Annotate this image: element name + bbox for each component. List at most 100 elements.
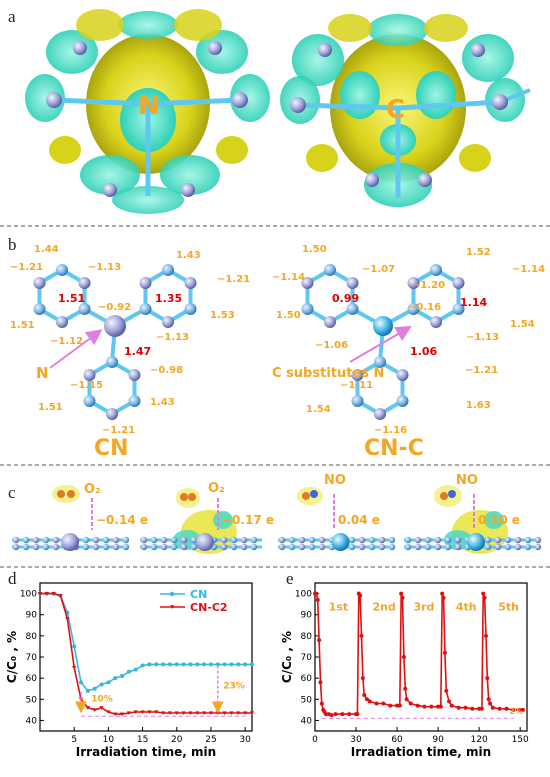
panel-a-label: a [8,7,16,26]
slab-atom [22,536,30,544]
slab-atom [230,543,238,551]
data-point [154,662,159,667]
slab-atom [504,543,512,551]
slab-atom [318,536,326,544]
slab-center-atom [61,533,79,551]
charge-label: 1.52 [466,247,491,258]
data-point [201,711,207,716]
y-tick-label: 50 [301,695,313,705]
data-point [329,713,334,718]
slab-atom [140,536,148,544]
data-point [482,595,487,600]
charge-label: −1.13 [466,332,499,343]
slab-atom [102,543,110,551]
slab-atom [298,536,306,544]
data-point [511,707,516,712]
charge-label: 1.44 [34,244,59,255]
charge-label: 1.43 [176,250,201,261]
data-point [504,706,509,711]
atom [128,395,141,407]
slab-atom [414,543,422,551]
slab-atom [368,543,376,551]
atom [346,277,359,289]
data-point [399,591,404,596]
atom [78,303,91,315]
slab-atom [414,536,422,544]
molecule-label: O₂ [208,481,225,496]
data-point [188,662,193,667]
data-point [374,701,379,706]
annotation-label: 2% [509,707,523,716]
data-point [195,711,200,716]
adsorbate-atom [57,490,65,498]
data-point [359,633,364,638]
data-point [140,663,145,668]
y-tick-label: 70 [301,653,313,663]
adsorbate-cloud [52,485,80,503]
data-point [147,710,152,714]
data-point [429,704,434,709]
bond-label-red: 1.51 [58,292,85,305]
slab-center-atom [467,533,485,551]
data-point [440,591,445,596]
molecule-cn [33,264,197,420]
n-pointer-arrow [49,329,103,369]
legend-label: CN [190,588,207,601]
panel-b-label: b [8,235,17,254]
data-point [447,699,452,704]
charge-label: 1.43 [150,397,175,408]
atom [83,369,96,381]
x-axis-label: Irradiation time, min [76,745,216,759]
slab-atom [444,543,452,551]
data-point [174,662,179,667]
slab-atom [92,536,100,544]
slab-atom [484,543,492,551]
atom [56,316,68,328]
slab-atom [12,536,20,544]
legend-marker [169,591,175,597]
panel-d-label: d [8,569,17,588]
adsorbate-atom [180,493,188,501]
data-point [333,712,338,717]
y-tick-label: 100 [20,590,37,600]
atom [346,303,359,315]
atom [184,303,197,315]
data-point [367,699,372,704]
cycle-label: 3rd [413,600,434,613]
data-point [477,706,482,711]
slab-atom [170,536,178,544]
slab-atom [368,536,376,544]
charge-label: −1.12 [50,336,83,347]
charge-label: −0.92 [98,302,131,313]
data-point [486,697,491,702]
data-point [154,710,159,714]
slab-center-atom [331,533,350,551]
slab-atom [12,543,20,551]
slab-atom [378,543,386,551]
center-atom [373,316,393,336]
slab-atom [32,543,40,551]
data-point [133,710,138,714]
data-point [119,712,125,717]
slab-atom [534,543,542,551]
data-point [208,662,213,667]
data-point [436,704,441,709]
atom [33,277,46,289]
slab-atom [150,536,158,544]
slab-atom [524,536,532,544]
data-point [490,705,495,710]
atom [396,395,409,407]
y-tick-label: 100 [295,590,312,600]
data-point [236,711,241,716]
x-axis-label: Irradiation time, min [351,745,491,759]
charge-label: −1.14 [512,264,545,275]
data-point [364,697,369,702]
charge-label: −1.13 [88,262,121,273]
data-point [65,617,70,621]
y-tick-label: 60 [301,674,313,684]
slab-atom [112,543,120,551]
cn-title: CN [94,436,129,461]
slab-atom [494,543,502,551]
data-point [79,680,84,685]
